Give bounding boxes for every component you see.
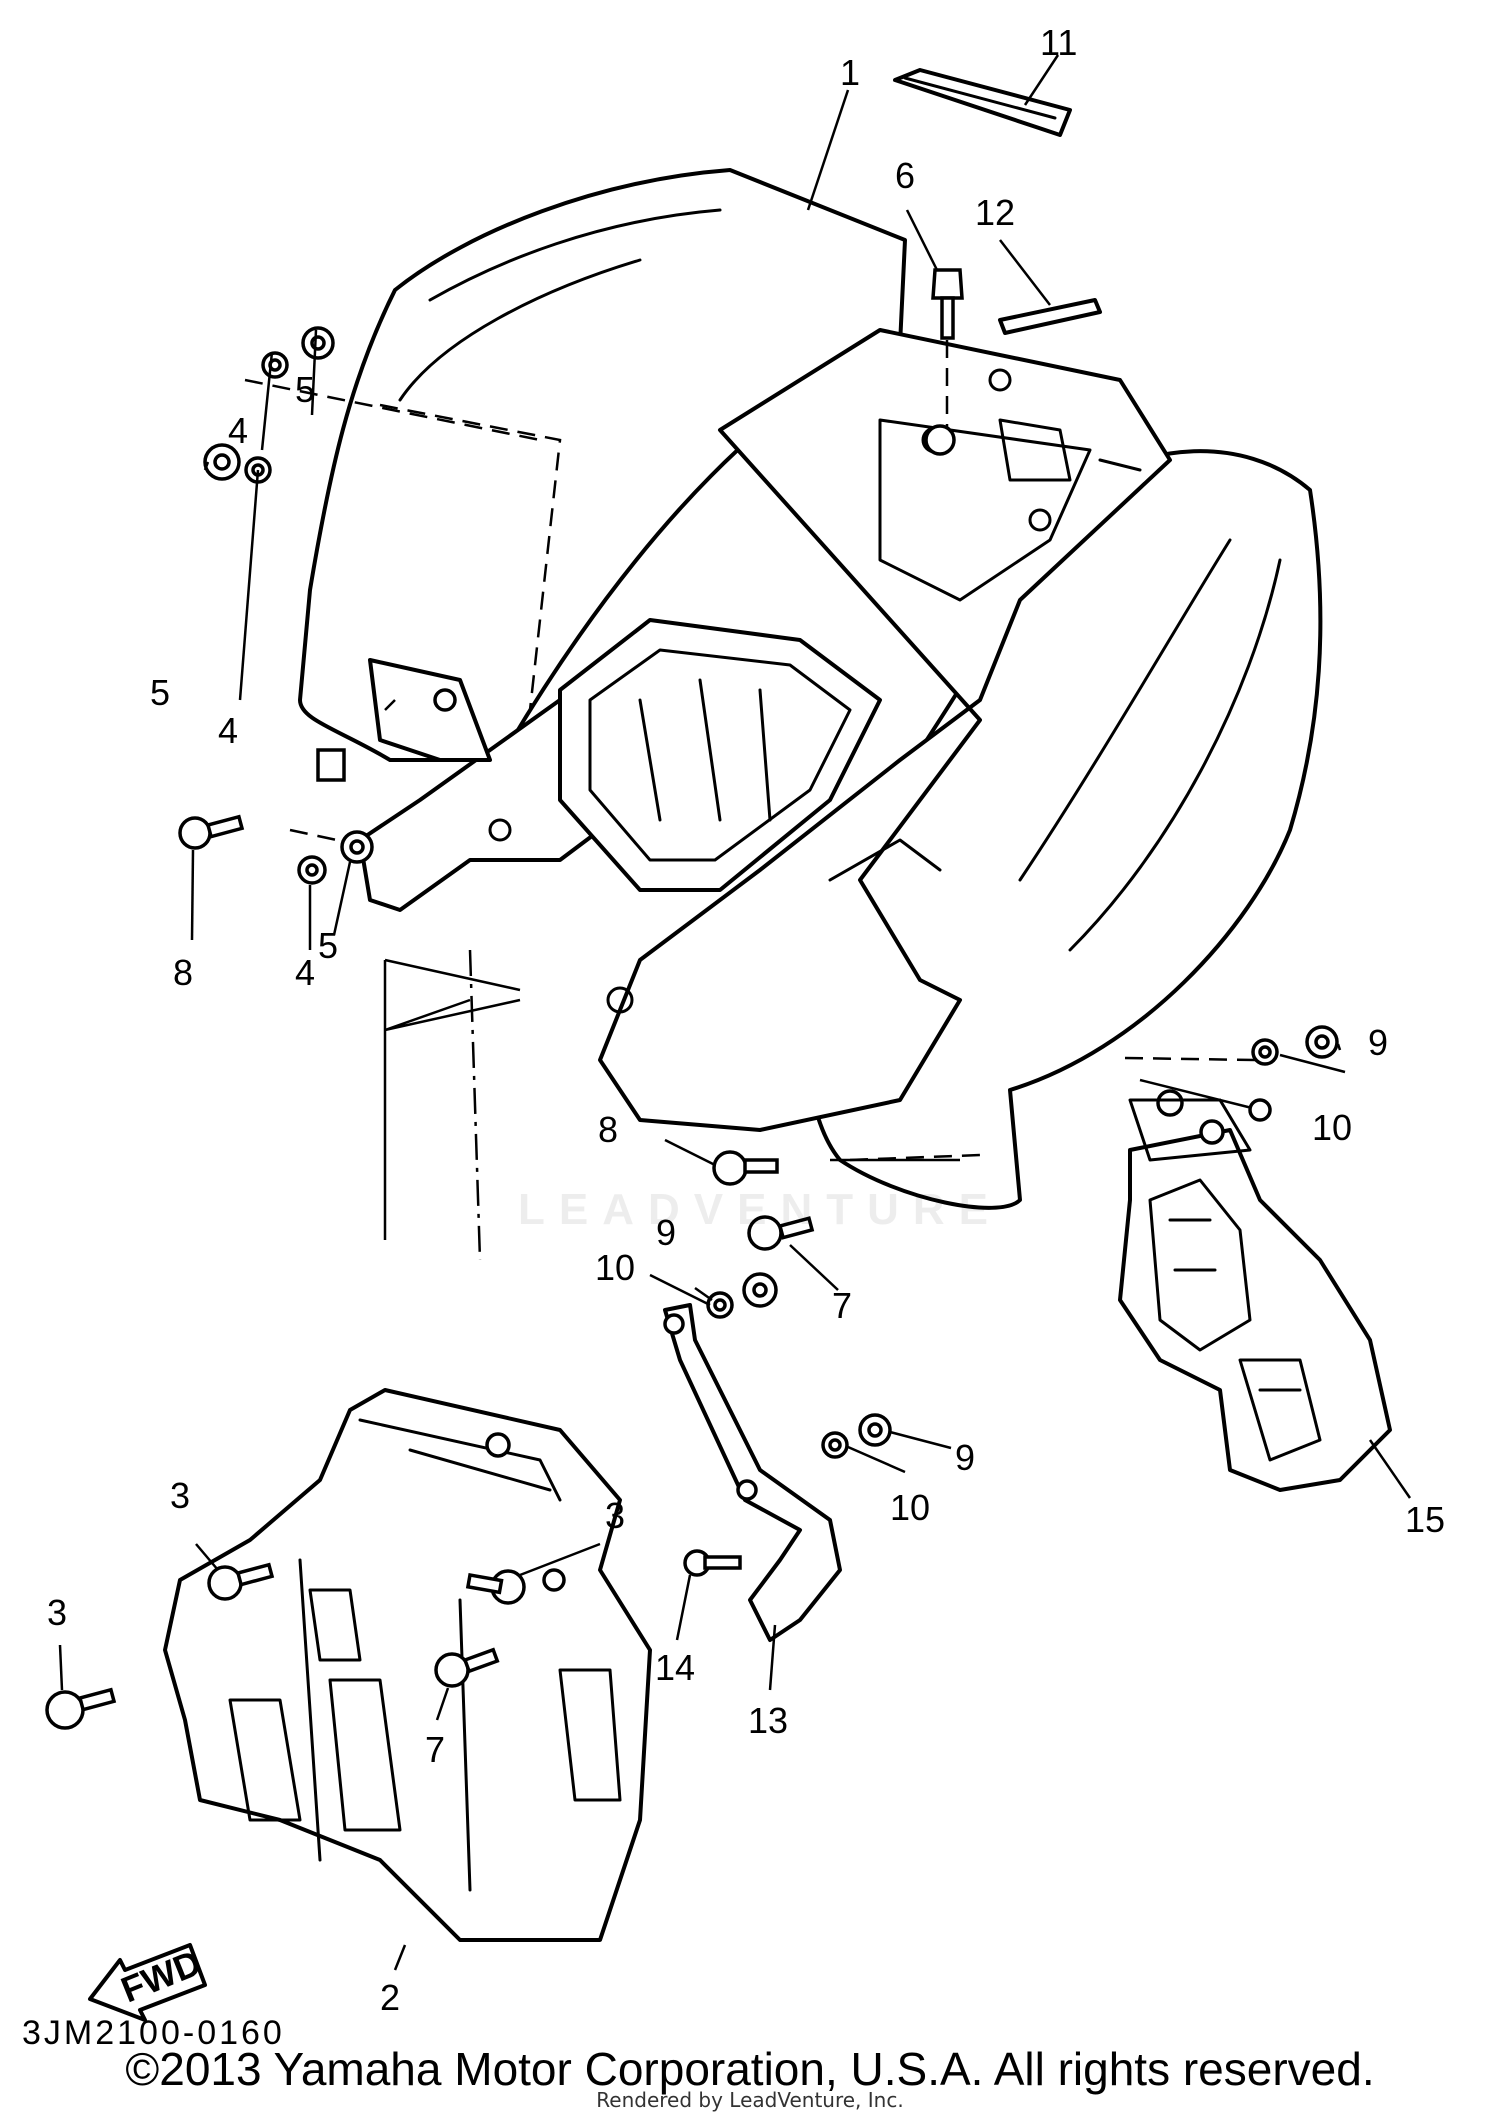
callout-9: 9 — [656, 1212, 676, 1253]
guide-line — [468, 949, 482, 1261]
callout-10: 10 — [595, 1247, 635, 1288]
rendered-by-credit: Rendered by LeadVenture, Inc. — [596, 2088, 904, 2112]
copyright-notice: ©2013 Yamaha Motor Corporation, U.S.A. A… — [125, 2043, 1375, 2095]
callout-3: 3 — [47, 1592, 67, 1633]
bolt — [924, 268, 964, 456]
callout-5: 5 — [295, 369, 315, 410]
hardware-items — [45, 326, 1339, 1730]
callout-10: 10 — [1312, 1107, 1352, 1148]
callout-10: 10 — [890, 1487, 930, 1528]
label-strip — [998, 298, 1102, 335]
callout-15: 15 — [1405, 1499, 1445, 1540]
guide-line — [1124, 1056, 1256, 1062]
watermark: LEADVENTURE — [517, 1185, 1003, 1234]
callout-4: 4 — [228, 410, 248, 451]
guide-line — [384, 998, 521, 1032]
bracket — [663, 1303, 842, 1642]
callout-1: 1 — [840, 52, 860, 93]
callout-7: 7 — [425, 1729, 445, 1770]
callout-3: 3 — [170, 1475, 190, 1516]
callout-9: 9 — [955, 1437, 975, 1478]
band — [893, 68, 1072, 137]
callout-5: 5 — [150, 672, 170, 713]
forward-direction-arrow: FWD — [88, 1942, 207, 2022]
guide-line — [384, 699, 396, 711]
callout-8: 8 — [173, 952, 193, 993]
callout-9: 9 — [1368, 1022, 1388, 1063]
rear-fender — [298, 168, 1323, 1210]
callout-4: 4 — [295, 952, 315, 993]
callout-numbers: 1 11 6 12 5 4 5 4 8 4 5 8 9 10 9 10 7 9 … — [47, 22, 1445, 2018]
callout-5: 5 — [318, 925, 338, 966]
callout-12: 12 — [975, 192, 1015, 233]
diagram-code: 3JM2100-0160 — [22, 2014, 285, 2052]
callout-14: 14 — [655, 1647, 695, 1688]
guide-line — [384, 958, 521, 992]
guide-line — [244, 378, 541, 442]
guide-line — [1139, 1078, 1261, 1112]
front-mud-guard — [163, 1388, 652, 1942]
callout-13: 13 — [748, 1700, 788, 1741]
leader-lines — [58, 54, 1412, 1971]
callout-7: 7 — [832, 1285, 852, 1326]
right-side-guard — [1118, 1089, 1392, 1492]
guide-line — [849, 1153, 981, 1162]
callout-6: 6 — [895, 155, 915, 196]
guide-line — [379, 403, 562, 711]
callout-2: 2 — [380, 1977, 400, 2018]
callout-3: 3 — [605, 1495, 625, 1536]
callout-11: 11 — [1040, 22, 1077, 63]
callout-8: 8 — [598, 1109, 618, 1150]
callout-4: 4 — [218, 710, 238, 751]
